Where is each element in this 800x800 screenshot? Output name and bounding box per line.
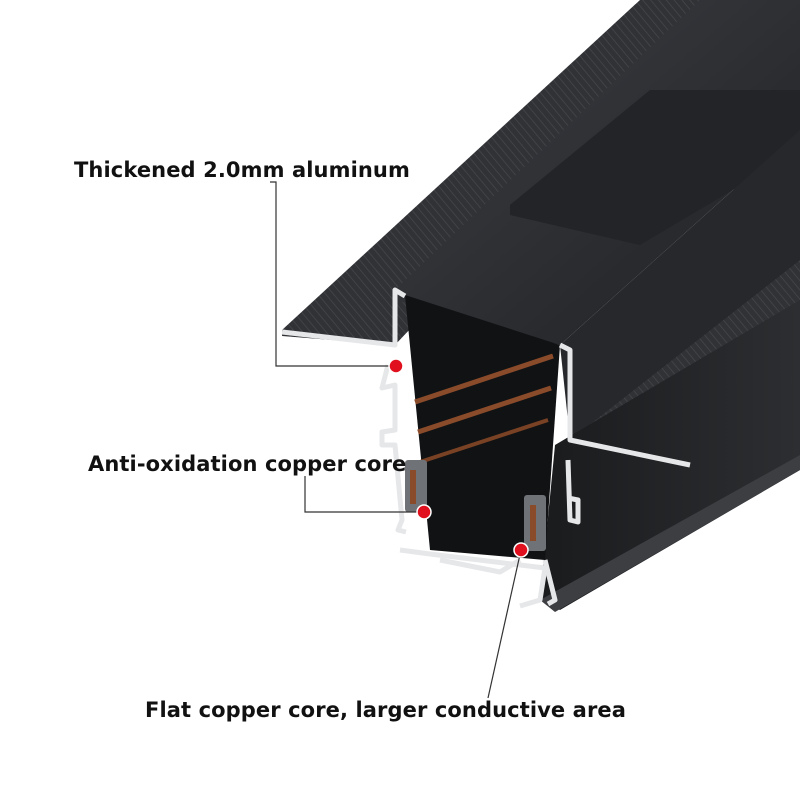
- right-wall: [560, 130, 800, 440]
- bottom-ridge: [540, 455, 800, 612]
- marker-dots: [388, 358, 529, 558]
- copper-strip-2: [417, 385, 552, 435]
- aluminum-label: Thickened 2.0mm aluminum: [74, 158, 410, 182]
- flat-core-marker: [513, 542, 529, 558]
- leader-lines: [270, 181, 522, 699]
- channel-lid: [510, 90, 800, 245]
- copper-core-label: Anti-oxidation copper core: [88, 452, 407, 476]
- copper-strip-3: [419, 418, 549, 464]
- copper-core-marker: [416, 504, 432, 520]
- aluminum-profile-edge: [281, 287, 691, 609]
- copper-strip-1: [414, 353, 554, 405]
- lower-body: [540, 300, 800, 610]
- inner-channel: [405, 295, 560, 560]
- flat-core-label: Flat copper core, larger conductive area: [145, 698, 627, 722]
- aluminum-marker: [388, 358, 404, 374]
